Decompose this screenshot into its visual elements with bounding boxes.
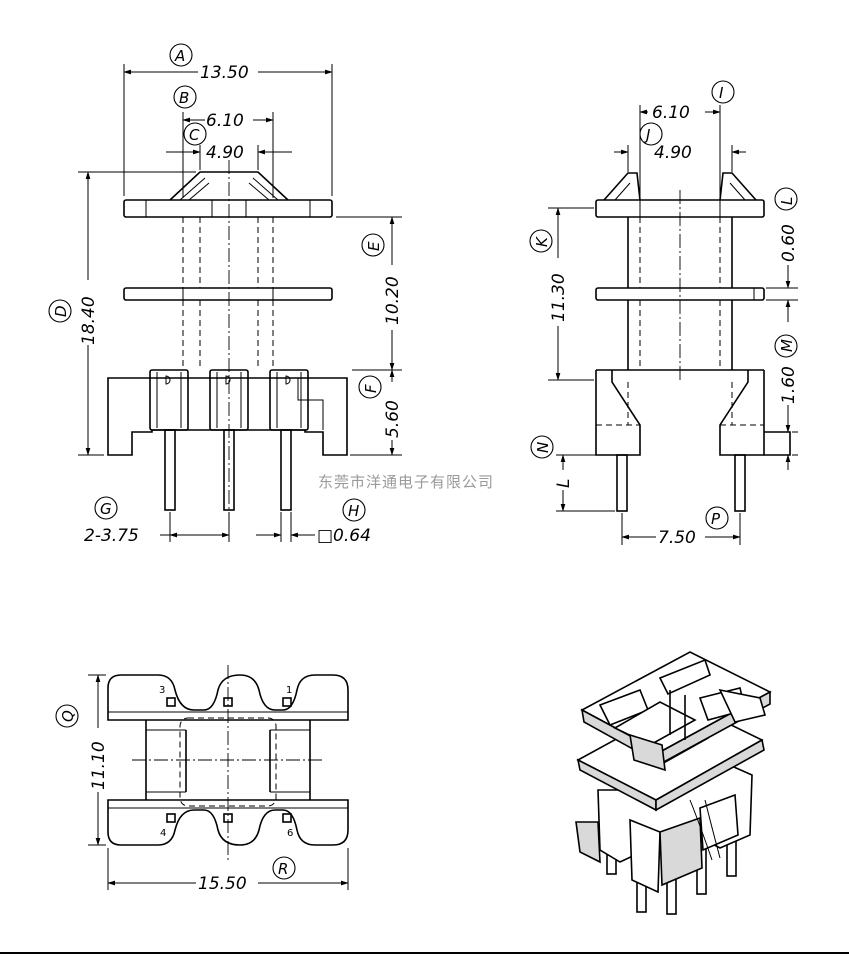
label-bubble-k: K [529,229,553,253]
bottom-view [88,665,349,890]
svg-text:J: J [643,126,650,144]
dim-m-value: 1.60 [779,366,799,404]
label-bubble-g: G [94,496,118,520]
dim-q-value: 11.10 [89,741,109,790]
svg-text:I: I [719,84,724,102]
svg-text:E: E [365,241,383,251]
label-bubble-h: H [342,498,366,522]
dim-a-value: 13.50 [200,63,249,83]
dim-i-value: 6.10 [652,103,690,123]
label-bubble-d: D [48,299,72,323]
isometric-view [575,651,772,915]
dim-r-value: 15.50 [198,874,247,894]
dim-c-value: 4.90 [206,143,244,163]
svg-text:M: M [778,339,796,352]
label-bubble-m: M [774,334,798,358]
label-bubble-q: Q [55,704,79,728]
dim-d-value: 18.40 [79,296,99,345]
svg-text:D: D [52,305,70,317]
svg-text:R: R [278,860,288,878]
label-bubble-p: P [705,506,729,530]
svg-text:G: G [100,500,112,518]
svg-text:L: L [778,197,796,205]
label-bubble-a: A [169,43,193,67]
svg-text:H: H [348,502,359,520]
side-view [548,105,798,545]
label-bubble-r: R [272,856,296,880]
dim-k-value: 11.30 [549,273,569,322]
dim-b-value: 6.10 [206,111,244,131]
svg-text:K: K [533,236,551,247]
dim-h-value: □0.64 [317,526,371,546]
label-bubble-j: J [639,122,663,146]
company-watermark: 东莞市洋通电子有限公司 [318,473,494,491]
dim-n-value: L [554,479,574,488]
label-bubble-i: I [711,80,735,104]
label-bubble-n: N [530,435,554,459]
label-bubble-f: F [358,375,382,399]
front-view [78,64,402,542]
pin-label-4: 4 [160,828,166,839]
dim-f-value: 5.60 [383,400,403,438]
label-bubble-c: C [183,122,207,146]
svg-text:N: N [534,442,552,453]
svg-text:A: A [174,47,185,65]
dim-j-value: 4.90 [654,143,692,163]
pin-label-6: 6 [287,828,293,839]
label-bubble-b: B [173,85,197,109]
svg-text:C: C [189,126,200,144]
dim-e-value: 10.20 [383,276,403,325]
dim-g-value: 2-3.75 [84,526,139,546]
pin-label-3: 3 [159,685,165,696]
dim-l-value: 0.60 [779,224,799,262]
svg-text:B: B [179,89,189,107]
dim-p-value: 7.50 [658,528,696,548]
svg-text:Q: Q [59,710,77,722]
pin-label-1: 1 [286,685,292,696]
label-bubble-l: L [774,187,798,211]
svg-text:F: F [362,384,380,393]
svg-text:P: P [711,510,721,528]
label-bubble-e: E [361,233,385,257]
